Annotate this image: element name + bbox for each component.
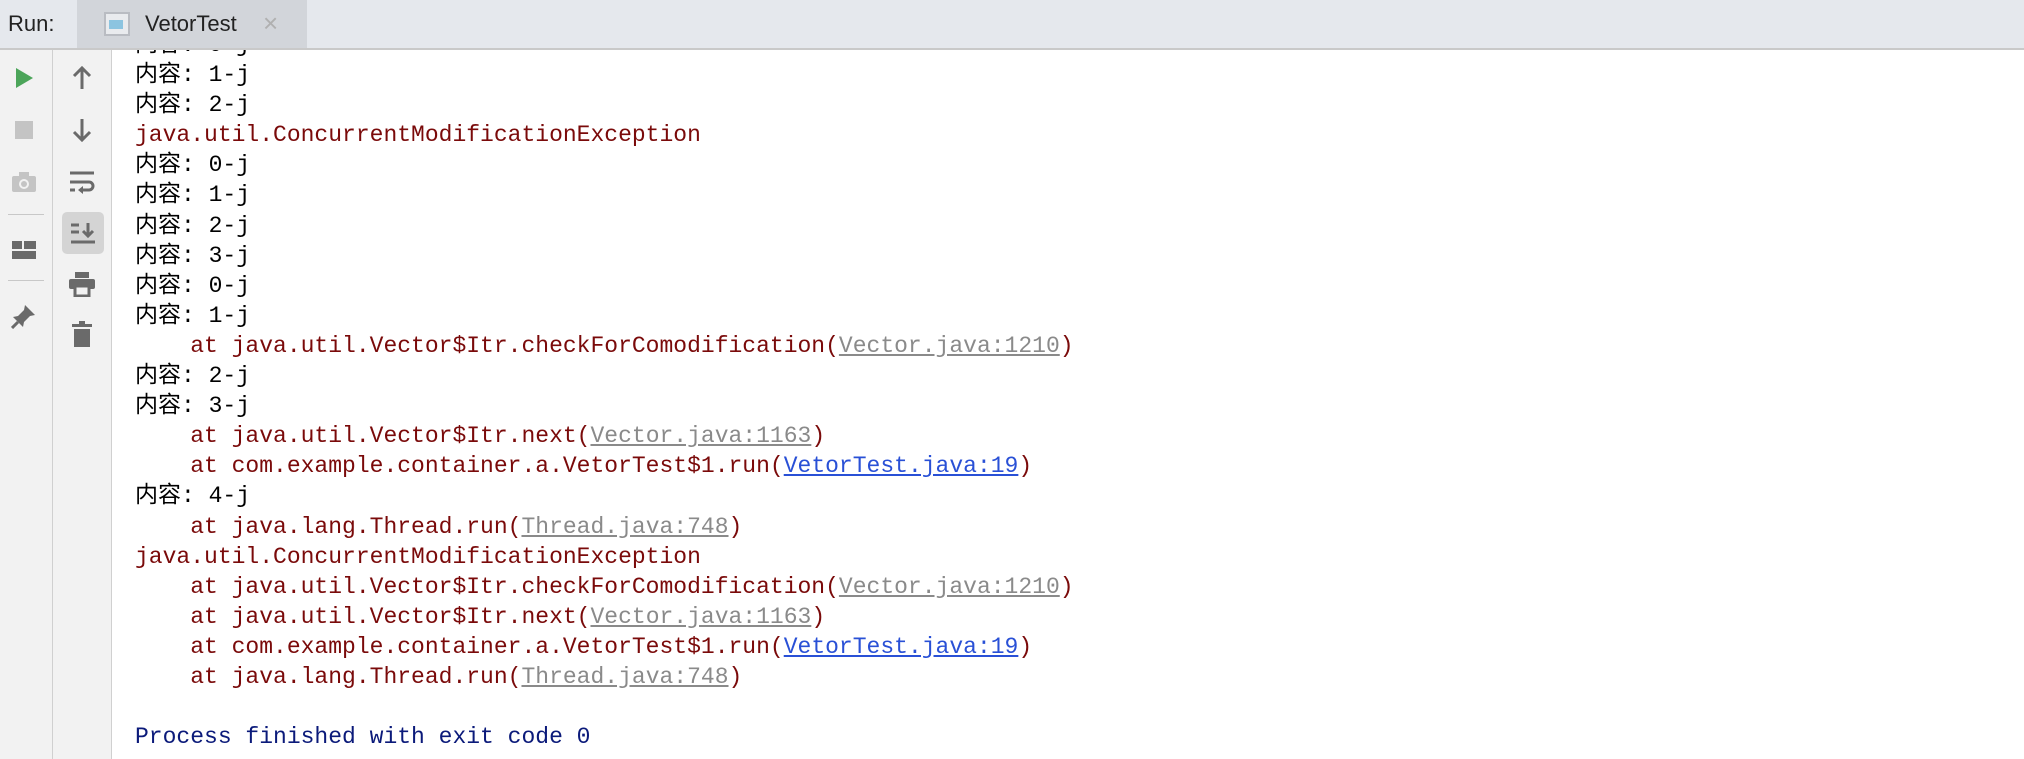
layout-icon[interactable] — [4, 230, 44, 270]
stack-frame-end: ) — [811, 603, 826, 630]
print-icon[interactable] — [62, 264, 102, 304]
output-line: 内容: 3-j — [135, 242, 251, 269]
output-line: 内容: 1-j — [135, 62, 251, 89]
stack-trace-line: at java.lang.Thread.run(Thread.java:748) — [135, 512, 1074, 542]
run-label: Run: — [8, 11, 55, 36]
blank-line — [135, 692, 1074, 722]
console-lines: 内容: 0-j 内容: 1-j 内容: 2-j java.util.Concurren… — [135, 50, 1074, 752]
output-line: 内容: 1-j — [135, 302, 251, 329]
stack-frame-end: ) — [1018, 633, 1033, 660]
output-line: 内容: 0-j — [135, 272, 251, 299]
console-icon — [104, 12, 130, 36]
source-link[interactable]: VetorTest.java:19 — [783, 633, 1019, 660]
stack-trace-line: at java.util.Vector$Itr.next(Vector.java… — [135, 602, 1074, 632]
source-link[interactable]: VetorTest.java:19 — [783, 453, 1019, 480]
source-link[interactable]: Vector.java:1163 — [590, 603, 812, 630]
stack-frame-end: ) — [1018, 453, 1033, 480]
output-line: 内容: 0-j — [135, 152, 251, 179]
output-line: 内容: 4-j — [135, 483, 251, 510]
pin-icon[interactable] — [4, 296, 44, 336]
stack-frame-end: ) — [728, 513, 743, 540]
run-tool-window-header: Run: VetorTest × — [0, 0, 2024, 50]
stack-trace-line: at com.example.container.a.VetorTest$1.r… — [135, 632, 1074, 662]
stack-trace-line: at java.lang.Thread.run(Thread.java:748) — [135, 662, 1074, 692]
output-line: 内容: 0-j — [135, 50, 1074, 60]
toolbar-separator — [8, 280, 44, 281]
tab-vetortest[interactable]: VetorTest × — [77, 0, 307, 48]
stack-frame: at java.util.Vector$Itr.next( — [135, 423, 591, 450]
stack-frame: at java.util.Vector$Itr.checkForComodifi… — [135, 332, 839, 359]
source-link[interactable]: Thread.java:748 — [521, 513, 729, 540]
tab-title: VetorTest — [145, 11, 237, 36]
output-line: 内容: 2-j — [135, 212, 251, 239]
output-line: 内容: 2-j — [135, 363, 251, 390]
exception-line: java.util.ConcurrentModificationExceptio… — [135, 543, 701, 570]
stack-frame-end: ) — [811, 423, 826, 450]
output-line: 内容: 2-j — [135, 92, 251, 119]
stack-trace-line: at com.example.container.a.VetorTest$1.r… — [135, 451, 1074, 481]
output-line: 内容: 3-j — [135, 393, 251, 420]
up-arrow-icon[interactable] — [62, 58, 102, 98]
output-line: 内容: 1-j — [135, 182, 251, 209]
exception-line: java.util.ConcurrentModificationExceptio… — [135, 122, 701, 149]
stack-frame-end: ) — [1059, 332, 1074, 359]
trash-icon[interactable] — [62, 314, 102, 354]
scroll-to-end-icon[interactable] — [62, 212, 104, 254]
exit-status-line: Process finished with exit code 0 — [135, 724, 591, 751]
stack-frame-end: ) — [728, 663, 743, 690]
soft-wrap-icon[interactable] — [62, 162, 102, 202]
rerun-icon[interactable] — [4, 58, 44, 98]
stack-frame: at java.lang.Thread.run( — [135, 513, 522, 540]
run-toolbar-right — [53, 50, 112, 759]
source-link[interactable]: Vector.java:1210 — [838, 332, 1060, 359]
stop-icon[interactable] — [4, 110, 44, 150]
console-output[interactable]: 内容: 0-j 内容: 1-j 内容: 2-j java.util.Concurren… — [112, 50, 2024, 759]
source-link[interactable]: Vector.java:1163 — [590, 423, 812, 450]
stack-frame: at java.util.Vector$Itr.next( — [135, 603, 591, 630]
camera-icon[interactable] — [4, 162, 44, 202]
run-toolbar-left — [0, 50, 53, 759]
stack-trace-line: at java.util.Vector$Itr.next(Vector.java… — [135, 421, 1074, 451]
stack-frame: at com.example.container.a.VetorTest$1.r… — [135, 453, 784, 480]
stack-frame: at java.lang.Thread.run( — [135, 663, 522, 690]
stack-frame: at java.util.Vector$Itr.checkForComodifi… — [135, 573, 839, 600]
source-link[interactable]: Thread.java:748 — [521, 663, 729, 690]
source-link[interactable]: Vector.java:1210 — [838, 573, 1060, 600]
close-icon[interactable]: × — [263, 8, 279, 38]
toolbar-separator — [8, 214, 44, 215]
stack-frame-end: ) — [1059, 573, 1074, 600]
stack-trace-line: at java.util.Vector$Itr.checkForComodifi… — [135, 331, 1074, 361]
stack-frame: at com.example.container.a.VetorTest$1.r… — [135, 633, 784, 660]
stack-trace-line: at java.util.Vector$Itr.checkForComodifi… — [135, 572, 1074, 602]
down-arrow-icon[interactable] — [62, 110, 102, 150]
